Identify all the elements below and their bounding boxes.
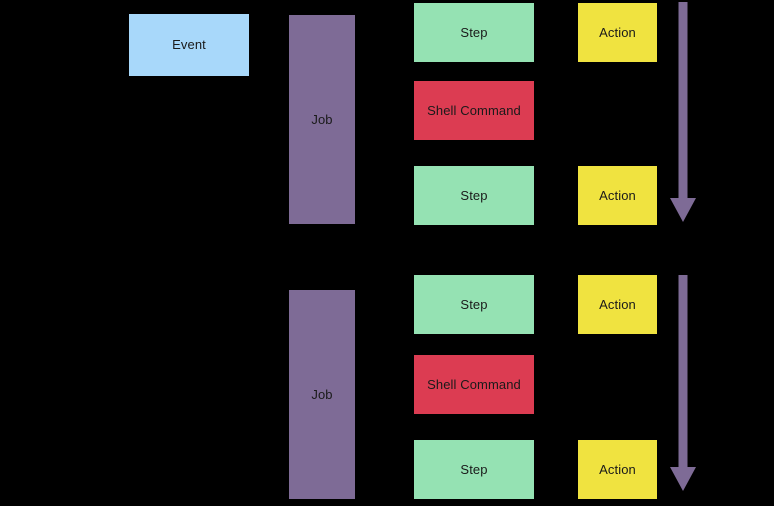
- node-step-4[interactable]: Step: [414, 440, 534, 499]
- node-label: Step: [460, 187, 488, 203]
- node-step-3[interactable]: Step: [414, 275, 534, 334]
- down-arrow-icon-1: [668, 2, 698, 222]
- node-action-4[interactable]: Action: [578, 440, 657, 499]
- node-label: Shell Command: [427, 102, 521, 118]
- down-arrow-icon-2: [668, 275, 698, 491]
- node-label: Step: [460, 24, 488, 40]
- node-label: Step: [460, 461, 488, 477]
- node-label: Action: [599, 24, 636, 40]
- node-action-3[interactable]: Action: [578, 275, 657, 334]
- node-action-1[interactable]: Action: [578, 3, 657, 62]
- node-label: Shell Command: [427, 376, 521, 392]
- node-shell-command-2[interactable]: Shell Command: [414, 355, 534, 414]
- node-job-1[interactable]: Job: [289, 15, 355, 224]
- node-step-1[interactable]: Step: [414, 3, 534, 62]
- node-event[interactable]: Event: [129, 14, 249, 76]
- node-step-2[interactable]: Step: [414, 166, 534, 225]
- node-shell-command-1[interactable]: Shell Command: [414, 81, 534, 140]
- node-label: Action: [599, 187, 636, 203]
- node-label: Step: [460, 296, 488, 312]
- node-label: Job: [311, 111, 333, 127]
- node-action-2[interactable]: Action: [578, 166, 657, 225]
- node-label: Event: [172, 37, 206, 53]
- node-job-2[interactable]: Job: [289, 290, 355, 499]
- node-label: Job: [311, 386, 333, 402]
- node-label: Action: [599, 461, 636, 477]
- node-label: Action: [599, 296, 636, 312]
